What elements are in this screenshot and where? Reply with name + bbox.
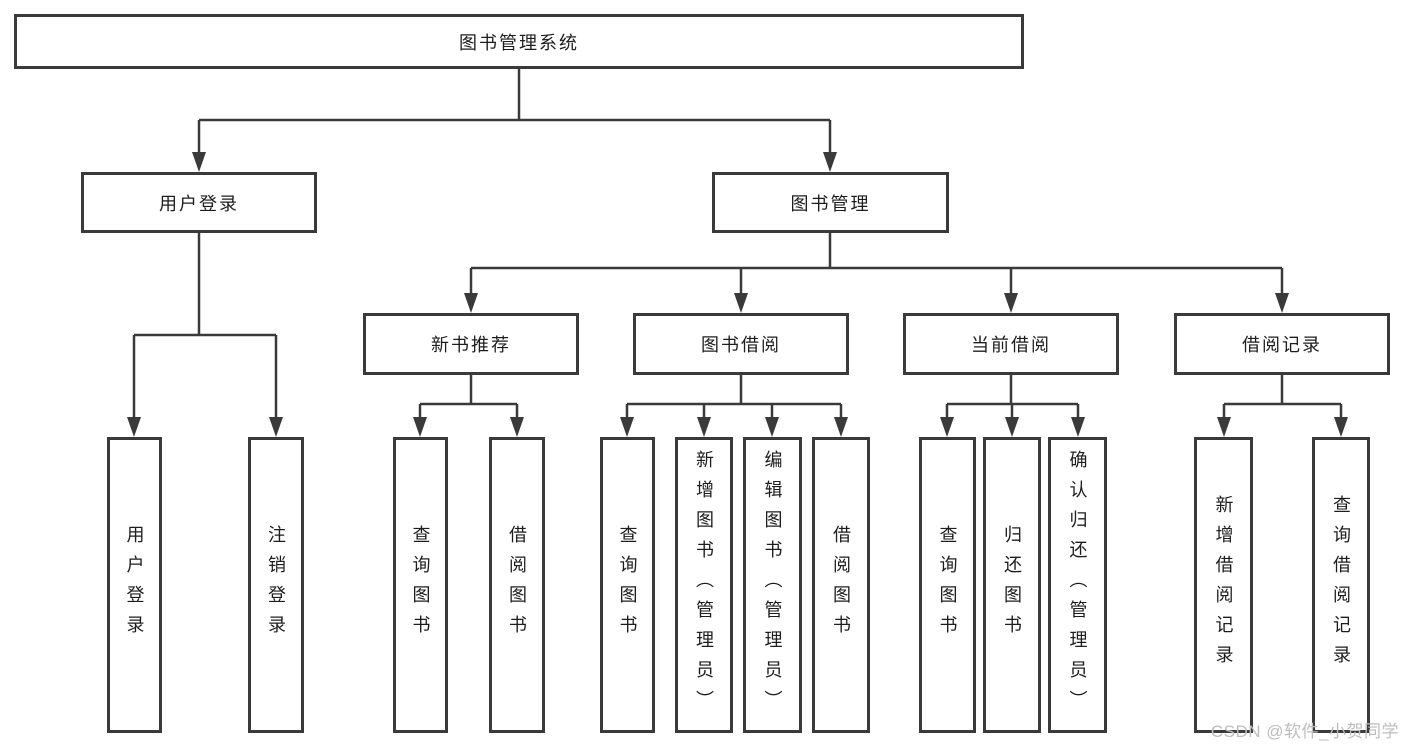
leaf-add-borrow-record: 新增借阅记录 (1194, 437, 1253, 733)
connector-borrow-to-leaves (620, 375, 848, 437)
connector-newbook-to-leaves (413, 375, 524, 437)
leaf-borrow-book-newrec: 借阅图书 (489, 437, 545, 733)
leaf-borrow-book-borrow: 借阅图书 (812, 437, 870, 733)
node-new-book-recommend: 新书推荐 (363, 313, 579, 375)
node-current-borrow: 当前借阅 (903, 313, 1119, 375)
connector-records-to-leaves (1217, 375, 1348, 437)
leaf-query-book-borrow: 查询图书 (600, 437, 655, 733)
connector-root-to-level2 (192, 69, 837, 172)
leaf-query-borrow-record: 查询借阅记录 (1312, 437, 1370, 733)
leaf-user-login: 用户登录 (107, 437, 162, 733)
leaf-return-book: 归还图书 (983, 437, 1041, 733)
node-root: 图书管理系统 (14, 14, 1024, 69)
watermark: CSDN @软件_小贺同学 (1210, 722, 1399, 741)
leaf-add-book-admin: 新增图书（管理员） (675, 437, 733, 733)
connector-userlogin-to-leaves (127, 233, 283, 437)
leaf-query-book-newrec: 查询图书 (393, 437, 448, 733)
leaf-query-book-current: 查询图书 (919, 437, 976, 733)
connector-bookmgmt-to-level3 (464, 233, 1289, 313)
leaf-confirm-return-admin: 确认归还（管理员） (1048, 437, 1107, 733)
node-user-login: 用户登录 (81, 172, 317, 233)
leaf-edit-book-admin: 编辑图书（管理员） (743, 437, 802, 733)
node-book-management: 图书管理 (712, 172, 949, 233)
node-borrow-records: 借阅记录 (1174, 313, 1390, 375)
node-book-borrow: 图书借阅 (633, 313, 849, 375)
leaf-logout: 注销登录 (248, 437, 304, 733)
connector-current-to-leaves (940, 375, 1085, 437)
